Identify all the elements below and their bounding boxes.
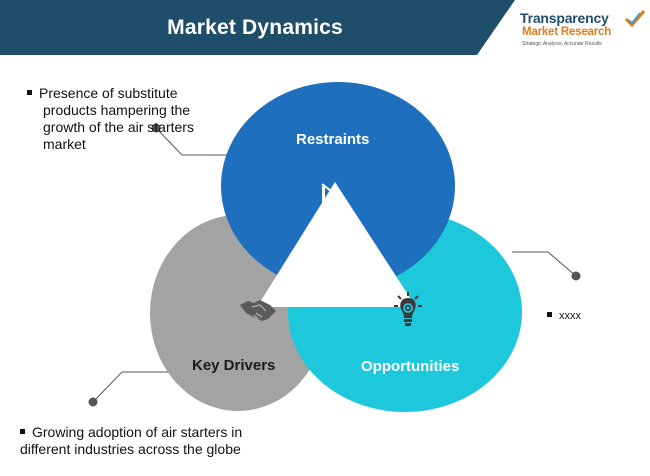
label-opportunities: Opportunities bbox=[361, 358, 460, 375]
note-opportunities-text: xxxx bbox=[559, 310, 581, 322]
note-keydrivers-line-2: different industries across the globe bbox=[20, 441, 241, 457]
bullet-icon bbox=[27, 89, 32, 95]
label-key-drivers: Key Drivers bbox=[192, 357, 276, 374]
checkmark-icon bbox=[624, 10, 646, 28]
connector-dot-keydrivers bbox=[88, 397, 98, 407]
note-key-drivers: Growing adoption of air starters in diff… bbox=[20, 424, 340, 458]
handshake-icon bbox=[240, 300, 276, 321]
note-opportunities: xxxx bbox=[547, 308, 581, 325]
note-restraints-line-3: growth of the air starters bbox=[43, 119, 194, 135]
note-restraints-line-1: Presence of substitute bbox=[39, 85, 178, 101]
connector-keydrivers bbox=[92, 371, 174, 403]
circle-restraints bbox=[221, 82, 455, 290]
logo-tagline: Strategic Analysis, Accurate Results bbox=[522, 41, 602, 47]
connector-dot-restraints bbox=[151, 123, 161, 133]
note-restraints: Presence of substitute products hamperin… bbox=[27, 85, 227, 153]
bar-chart-down-icon bbox=[320, 183, 350, 210]
note-restraints-line-4: market bbox=[43, 136, 86, 152]
label-restraints: Restraints bbox=[296, 131, 370, 148]
connector-restraints bbox=[155, 127, 232, 156]
connector-lines bbox=[92, 127, 577, 403]
company-logo: Transparency Market Research Strategic A… bbox=[520, 10, 648, 52]
header-bar bbox=[0, 0, 515, 55]
center-triangle bbox=[257, 182, 416, 307]
logo-line-2: Market Research bbox=[522, 26, 612, 38]
logo-line-1: Transparency bbox=[520, 10, 609, 26]
note-keydrivers-line-1: Growing adoption of air starters in bbox=[32, 424, 243, 440]
header: Market Dynamics Transparency Market Rese… bbox=[0, 0, 650, 55]
connector-dot-opportunities bbox=[571, 271, 581, 281]
note-restraints-line-2: products hampering the bbox=[43, 102, 191, 118]
lightbulb-gear-icon bbox=[394, 292, 422, 326]
bullet-icon bbox=[20, 428, 25, 434]
bullet-icon bbox=[547, 311, 552, 317]
connector-opportunities bbox=[512, 251, 577, 277]
page-title: Market Dynamics bbox=[167, 16, 343, 39]
